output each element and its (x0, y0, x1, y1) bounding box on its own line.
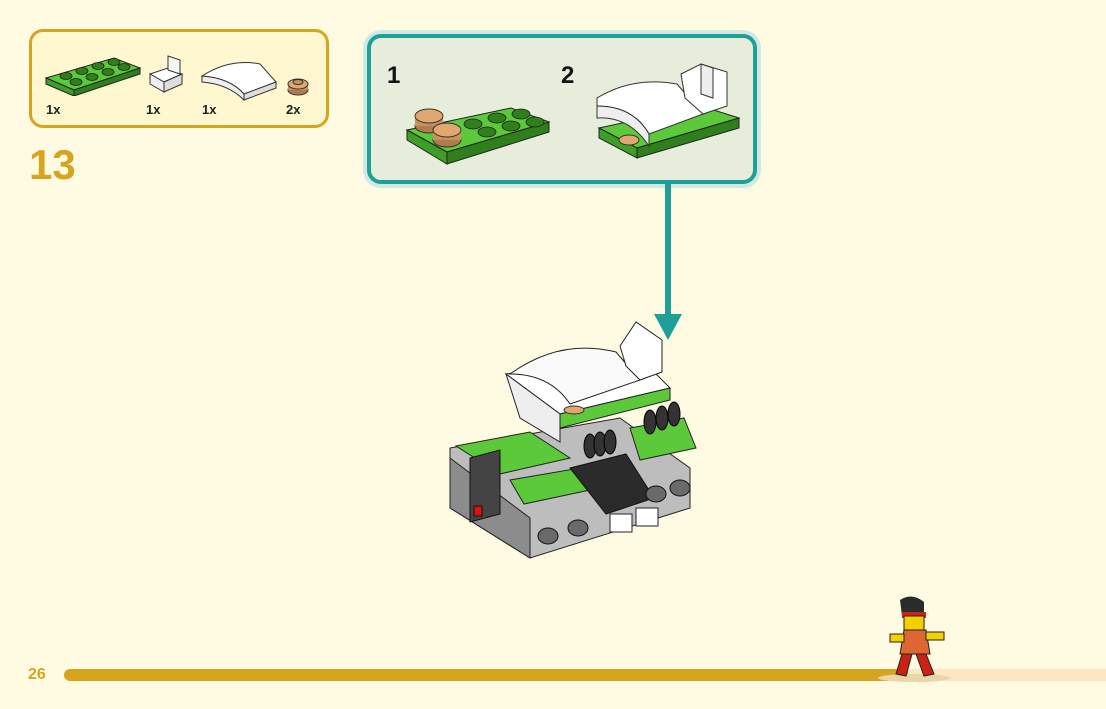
substep-callout: 1 2 (367, 34, 757, 184)
substep-number: 1 (387, 62, 401, 89)
assembled-model-illustration (449, 321, 697, 559)
ninja-minifig-icon (878, 596, 950, 682)
page-number: 26 (28, 666, 46, 683)
part-qty: 1x (202, 102, 217, 117)
parts-list: 1x 1x 1x 2x (29, 29, 329, 128)
green-plate-icon (44, 57, 142, 96)
part-qty: 1x (146, 102, 161, 117)
part-qty: 1x (46, 102, 61, 117)
part-qty: 2x (286, 102, 301, 117)
substep-2-illustration (596, 63, 741, 159)
substep-1-illustration (405, 107, 551, 165)
progress-bar-fill (64, 669, 909, 681)
tan-round-plate-icon (287, 78, 309, 96)
progress-bar (64, 669, 1106, 681)
white-curved-slope-icon (200, 62, 277, 102)
step-number: 13 (29, 141, 76, 188)
white-bracket-icon (148, 55, 184, 93)
substep-number: 2 (561, 62, 575, 89)
